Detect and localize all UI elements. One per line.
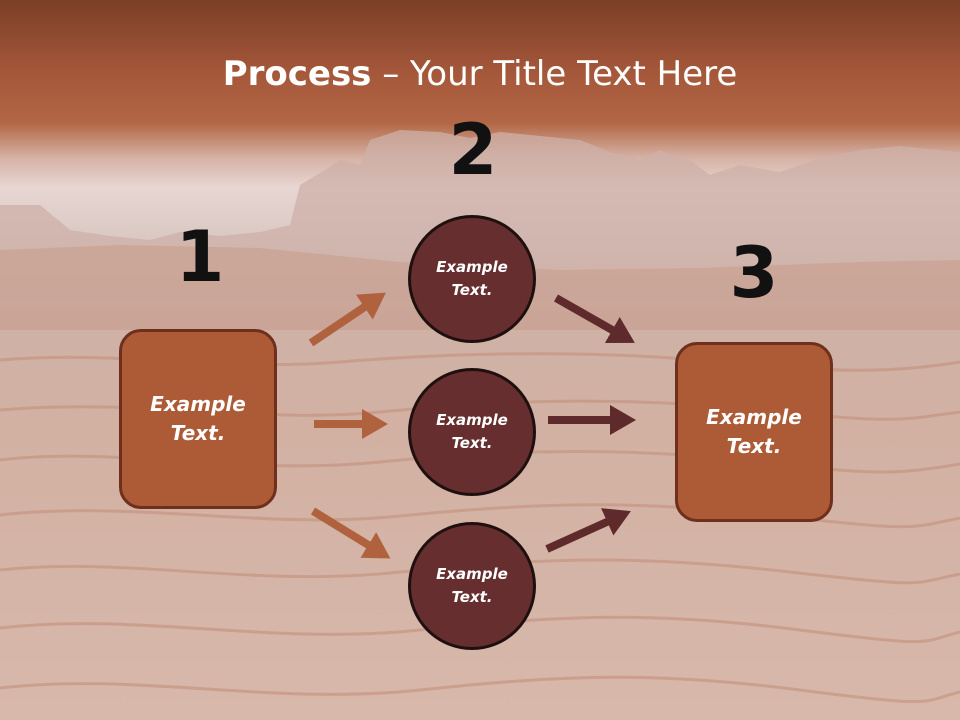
arrow-top-to-3 xyxy=(554,294,635,344)
step-number-2: 2 xyxy=(448,109,498,191)
step-2-circle-top: Example Text. xyxy=(408,215,536,343)
arrow-1-to-bottom xyxy=(310,507,391,559)
step-3-box: Example Text. xyxy=(675,342,833,522)
circle-middle-label: Example Text. xyxy=(436,411,508,452)
step-2-circle-middle: Example Text. xyxy=(408,368,536,496)
title-bold: Process xyxy=(222,54,372,94)
arrow-bottom-to-3 xyxy=(545,508,631,553)
step-number-3: 3 xyxy=(729,232,779,314)
circle-top-label: Example Text. xyxy=(436,258,508,299)
title-rest: – Your Title Text Here xyxy=(371,54,738,94)
arrow-1-to-top xyxy=(308,292,386,347)
step-1-box: Example Text. xyxy=(119,329,277,509)
step-2-circle-bottom: Example Text. xyxy=(408,522,536,650)
circle-bottom-label: Example Text. xyxy=(436,565,508,606)
step-number-1: 1 xyxy=(175,216,225,298)
step-1-box-label: Example Text. xyxy=(150,392,246,445)
slide-title: Process – Your Title Text Here xyxy=(0,52,960,96)
step-3-box-label: Example Text. xyxy=(706,405,802,458)
